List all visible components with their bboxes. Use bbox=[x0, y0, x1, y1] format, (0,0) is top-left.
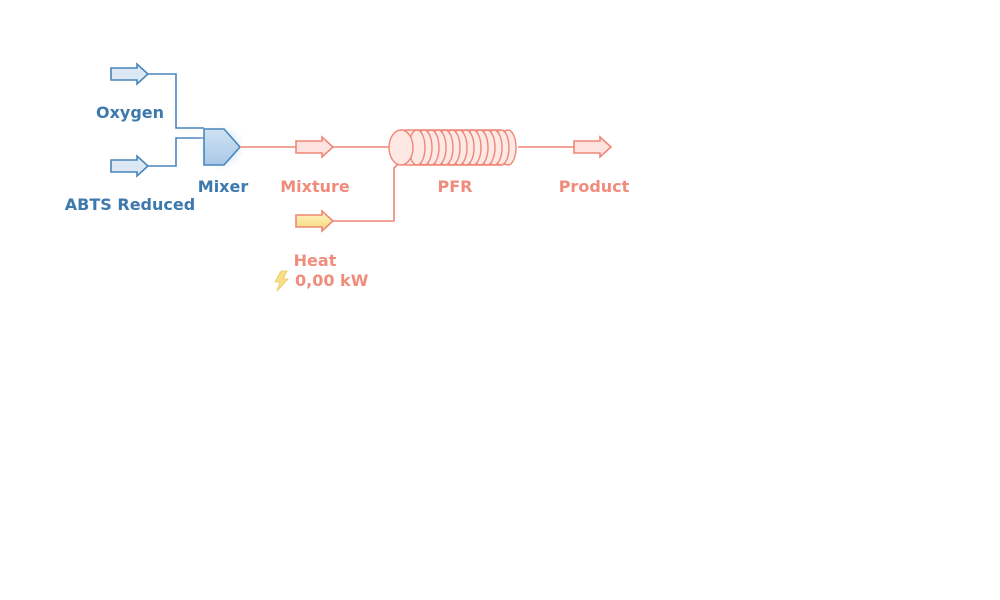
heat-connector[interactable] bbox=[333, 163, 399, 222]
mixer-icon[interactable] bbox=[196, 121, 248, 173]
abts-feed-arrow-icon[interactable] bbox=[110, 154, 150, 178]
heat-duty-value: 0,00 kW bbox=[295, 271, 369, 290]
product-stream-arrow-icon[interactable] bbox=[573, 135, 613, 159]
oxygen-feed-arrow-icon[interactable] bbox=[110, 62, 150, 86]
oxygen-connector[interactable] bbox=[148, 73, 204, 129]
pfr-reactor-icon[interactable] bbox=[388, 129, 517, 166]
abts-connector[interactable] bbox=[148, 137, 204, 167]
mixture-label[interactable]: Mixture bbox=[280, 177, 350, 196]
lightning-icon bbox=[274, 270, 289, 292]
oxygen-label[interactable]: Oxygen bbox=[96, 103, 164, 122]
pfr-label[interactable]: PFR bbox=[438, 177, 473, 196]
heat-label[interactable]: Heat bbox=[294, 251, 337, 270]
abts-reduced-label[interactable]: ABTS Reduced bbox=[65, 195, 195, 214]
energy-stream-icon[interactable] bbox=[295, 209, 335, 233]
mixture-stream-arrow-icon[interactable] bbox=[295, 135, 335, 159]
mixer-label[interactable]: Mixer bbox=[198, 177, 249, 196]
product-label[interactable]: Product bbox=[559, 177, 630, 196]
